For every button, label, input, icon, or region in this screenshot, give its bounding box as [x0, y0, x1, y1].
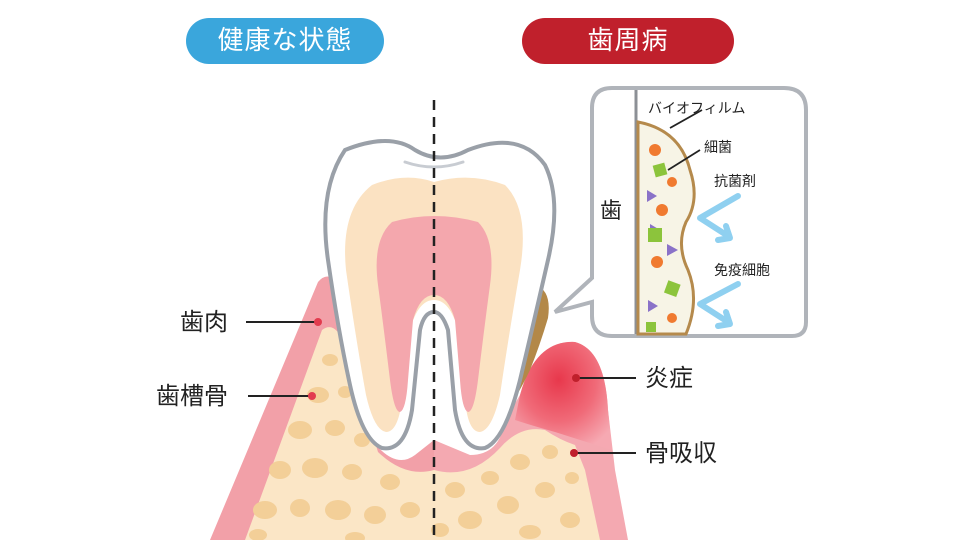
periodontal-header: 歯周病 [522, 18, 734, 64]
inset-label-bacteria: 細菌 [704, 140, 732, 156]
leader-bacteria [667, 149, 701, 171]
enamel-highlight [403, 160, 465, 169]
tooth-pulp [376, 216, 492, 412]
dot-gum [314, 318, 322, 326]
arrow-immune [697, 281, 741, 329]
inset-label-biofilm: バイオフィルム [648, 101, 746, 117]
inset-biofilm [636, 120, 696, 336]
arrow-antibacterial [697, 193, 741, 243]
dot-resorption [570, 449, 578, 457]
inflamed-gum [515, 341, 612, 450]
dot-bone [308, 392, 316, 400]
bone-spots [249, 354, 580, 540]
leader-biofilm [669, 109, 703, 129]
inset-label-tooth: 歯 [600, 199, 623, 224]
label-gum: 歯肉 [180, 308, 228, 336]
inset-label-immune-cells: 免疫細胞 [714, 263, 770, 279]
inset-bacteria [646, 144, 681, 332]
label-inflammation: 炎症 [645, 364, 693, 392]
label-alveolar-bone: 歯槽骨 [156, 382, 228, 410]
dot-inflammation [572, 374, 580, 382]
label-bone-resorption: 骨吸収 [645, 439, 717, 467]
healthy-header: 健康な状態 [186, 18, 384, 64]
inset-label-antibacterial: 抗菌剤 [714, 174, 756, 190]
